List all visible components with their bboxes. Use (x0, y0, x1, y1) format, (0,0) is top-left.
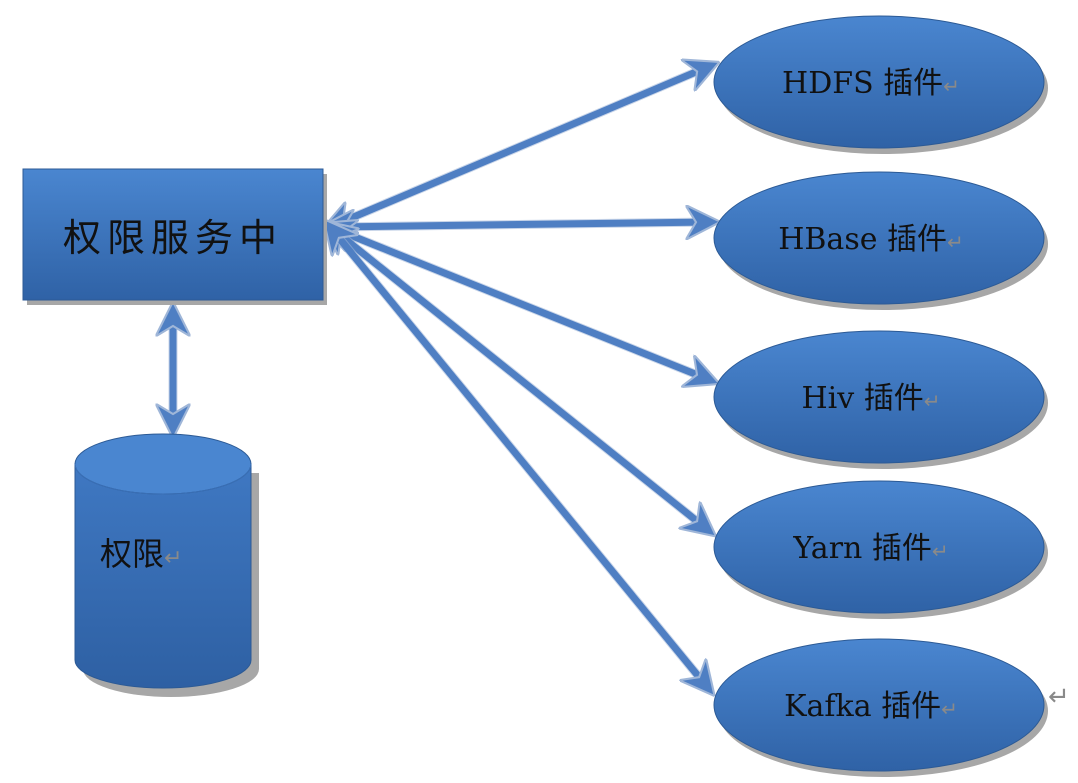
paragraph-mark: ↵ (943, 74, 960, 98)
plugin-ellipse (713, 638, 1045, 772)
plugin-label-hive: Hiv 插件↵ (801, 381, 940, 416)
connector-arrows (173, 66, 710, 688)
paragraph-mark: ↵ (947, 230, 964, 254)
plugin-ellipse (713, 15, 1045, 149)
arrow-hdfs (330, 66, 710, 227)
permission-store-cylinder: 权限↵ (74, 433, 259, 697)
paragraph-mark: ↵ (932, 539, 949, 563)
plugin-node-kafka: Kafka 插件↵ (713, 638, 1048, 777)
plugin-ellipse (713, 480, 1045, 614)
plugin-label-text: HDFS 插件 (782, 66, 943, 101)
plugin-node-yarn: Yarn 插件↵ (713, 480, 1048, 619)
paragraph-mark: ↵ (924, 389, 941, 413)
arrow-kafka (330, 227, 708, 688)
plugin-label-text: Kafka 插件 (784, 689, 941, 724)
plugin-node-hive: Hiv 插件↵ (713, 330, 1048, 469)
permission-service-node: 权限服务中 (22, 168, 327, 305)
plugin-label-hbase: HBase 插件↵ (778, 222, 964, 257)
plugin-nodes: HDFS 插件↵HBase 插件↵Hiv 插件↵Yarn 插件↵Kafka 插件… (713, 15, 1048, 777)
arrow-yarn (330, 227, 708, 530)
plugin-label-text: Yarn 插件 (792, 531, 932, 566)
paragraph-mark: ↵ (941, 697, 958, 721)
plugin-label-hdfs: HDFS 插件↵ (782, 66, 960, 101)
plugin-label-text: HBase 插件 (778, 222, 947, 257)
permission-service-label: 权限服务中 (63, 216, 283, 260)
plugin-label-yarn: Yarn 插件↵ (792, 531, 948, 566)
plugin-ellipse (713, 330, 1045, 464)
plugin-ellipse (713, 171, 1045, 305)
paragraph-mark: ↵ (164, 546, 182, 571)
plugin-node-hdfs: HDFS 插件↵ (713, 15, 1048, 154)
plugin-node-hbase: HBase 插件↵ (713, 171, 1048, 310)
permission-store-label: 权限↵ (100, 535, 182, 573)
plugin-label-kafka: Kafka 插件↵ (784, 689, 958, 724)
trailing-paragraph-mark: ↵ (1048, 682, 1070, 712)
arrow-hbase (330, 222, 710, 227)
plugin-label-text: Hiv 插件 (801, 381, 923, 416)
